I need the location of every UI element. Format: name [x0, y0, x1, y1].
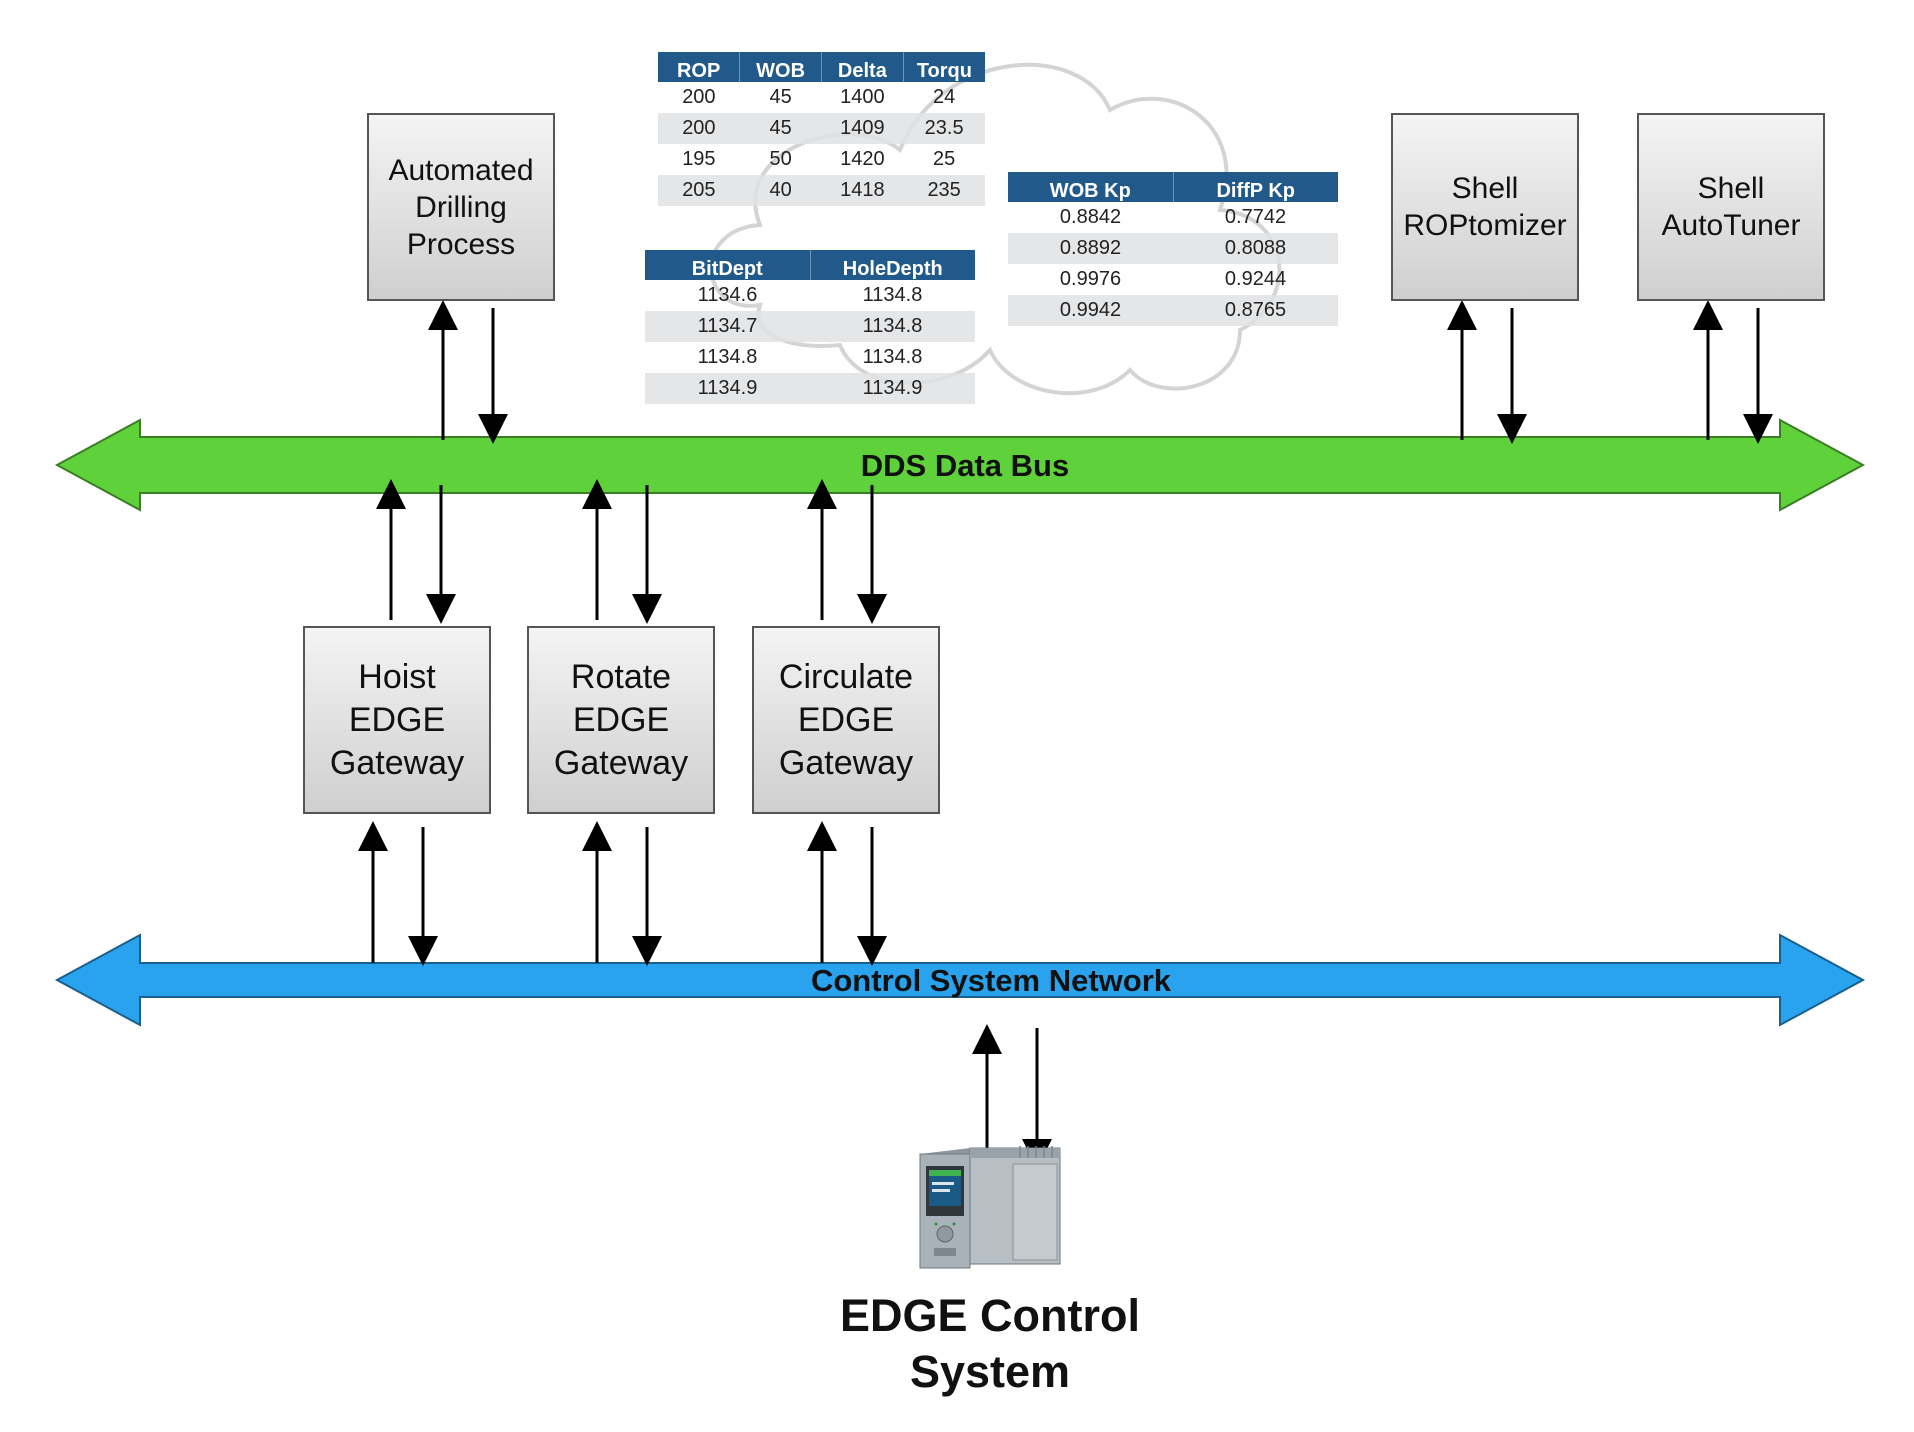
dds-data-bus-arrow: [54, 418, 1866, 512]
table-row: 0.8842 0.7742: [1008, 202, 1338, 233]
circulate-edge-gateway-box: Circulate EDGE Gateway: [752, 626, 940, 814]
column-header: HoleDepth: [809, 250, 975, 280]
table-row: 0.9942 0.8765: [1008, 295, 1338, 326]
shell-roptomizer-box: Shell ROPtomizer: [1391, 113, 1579, 301]
column-header: Delta: [821, 52, 904, 82]
table-cell: 235: [903, 175, 985, 206]
table-cell: 1134.9: [810, 373, 975, 404]
table-cell: 1134.9: [645, 373, 810, 404]
table-cell: 0.8892: [1008, 233, 1173, 264]
table-cell: 195: [682, 148, 716, 170]
table-cell: 200: [658, 113, 740, 144]
table-cell: 0.8842: [1059, 206, 1122, 228]
column-header: WOB Kp: [1008, 172, 1173, 202]
table-cell: 45: [739, 113, 822, 144]
table-cell: 1134.6: [697, 284, 758, 306]
table-cell: 40: [739, 175, 822, 206]
table-row: 0.9976 0.9244: [1008, 264, 1338, 295]
rotate-edge-gateway-box: Rotate EDGE Gateway: [527, 626, 715, 814]
table-cell: 1134.8: [862, 284, 923, 306]
table-cell: 1134.7: [645, 311, 810, 342]
table-row: 200 45 1400 24: [658, 82, 985, 113]
table-cell: 1134.8: [862, 346, 923, 368]
table-row: 200 45 1409 23.5: [658, 113, 985, 144]
control-network-label: Control System Network: [810, 963, 1171, 998]
table-row: 0.8892 0.8088: [1008, 233, 1338, 264]
table-row: 195 50 1420 25: [658, 144, 985, 175]
table-cell: 1134.8: [810, 311, 975, 342]
table-cell: 1418: [821, 175, 904, 206]
column-header: DiffP Kp: [1172, 172, 1338, 202]
column-header: Torqu: [902, 52, 985, 82]
dds-bus-label: DDS Data Bus: [860, 448, 1070, 483]
table-row: 205 40 1418 235: [658, 175, 985, 206]
table-cell: 0.9244: [1224, 268, 1287, 290]
table-cell: 1400: [840, 86, 885, 108]
table-cell: 50: [769, 148, 792, 170]
table-cell: 205: [658, 175, 740, 206]
table-row: 1134.8 1134.8: [645, 342, 975, 373]
shell-autotuner-box: Shell AutoTuner: [1637, 113, 1825, 301]
plc-controller-icon: [919, 1146, 1061, 1269]
control-network-bus-arrow: [54, 933, 1866, 1027]
table-cell: 0.7742: [1224, 206, 1287, 228]
table-cell: 1409: [821, 113, 904, 144]
drilling-parameters-table: ROP WOB Delta Torqu 200 45 1400 24 200 4…: [658, 52, 985, 206]
table-cell: 25: [933, 148, 956, 170]
column-header: WOB: [739, 52, 822, 82]
table-row: 1134.6 1134.8: [645, 280, 975, 311]
table-cell: 0.8765: [1173, 295, 1338, 326]
hoist-edge-gateway-box: Hoist EDGE Gateway: [303, 626, 491, 814]
column-header: BitDept: [645, 250, 810, 280]
table-cell: 0.9942: [1008, 295, 1173, 326]
table-cell: 24: [933, 86, 956, 108]
controller-gains-table: WOB Kp DiffP Kp 0.8842 0.7742 0.8892 0.8…: [1008, 172, 1338, 326]
table-row: 1134.9 1134.9: [645, 373, 975, 404]
automated-drilling-process-box: Automated Drilling Process: [367, 113, 555, 301]
table-cell: 1134.8: [697, 346, 758, 368]
table-cell: 0.9976: [1059, 268, 1122, 290]
depth-table: BitDept HoleDepth 1134.6 1134.8 1134.7 1…: [645, 250, 975, 404]
table-cell: 45: [769, 86, 792, 108]
table-cell: 200: [682, 86, 716, 108]
table-cell: 0.8088: [1173, 233, 1338, 264]
edge-control-system-label: EDGE Control System: [840, 1290, 1140, 1397]
table-row: 1134.7 1134.8: [645, 311, 975, 342]
column-header: ROP: [658, 52, 740, 82]
table-cell: 1420: [840, 148, 885, 170]
table-cell: 23.5: [903, 113, 985, 144]
